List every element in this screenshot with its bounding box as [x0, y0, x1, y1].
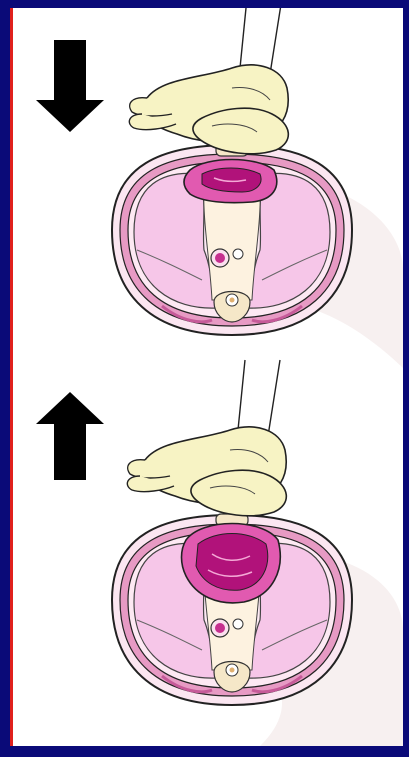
recoil-panel: [36, 360, 352, 705]
diagram-panel: [10, 8, 403, 746]
gloved-hand-icon: [127, 360, 286, 516]
chest-cross-section-icon: [112, 514, 352, 705]
down-arrow-icon: [36, 40, 104, 132]
up-arrow-icon: [36, 392, 104, 480]
gloved-hand-icon: [129, 8, 288, 154]
chest-cross-section-icon: [112, 144, 352, 335]
cpr-diagram: [10, 8, 403, 746]
heart-icon: [184, 160, 277, 203]
compression-panel: [36, 8, 352, 335]
accent-stripe: [10, 8, 13, 746]
